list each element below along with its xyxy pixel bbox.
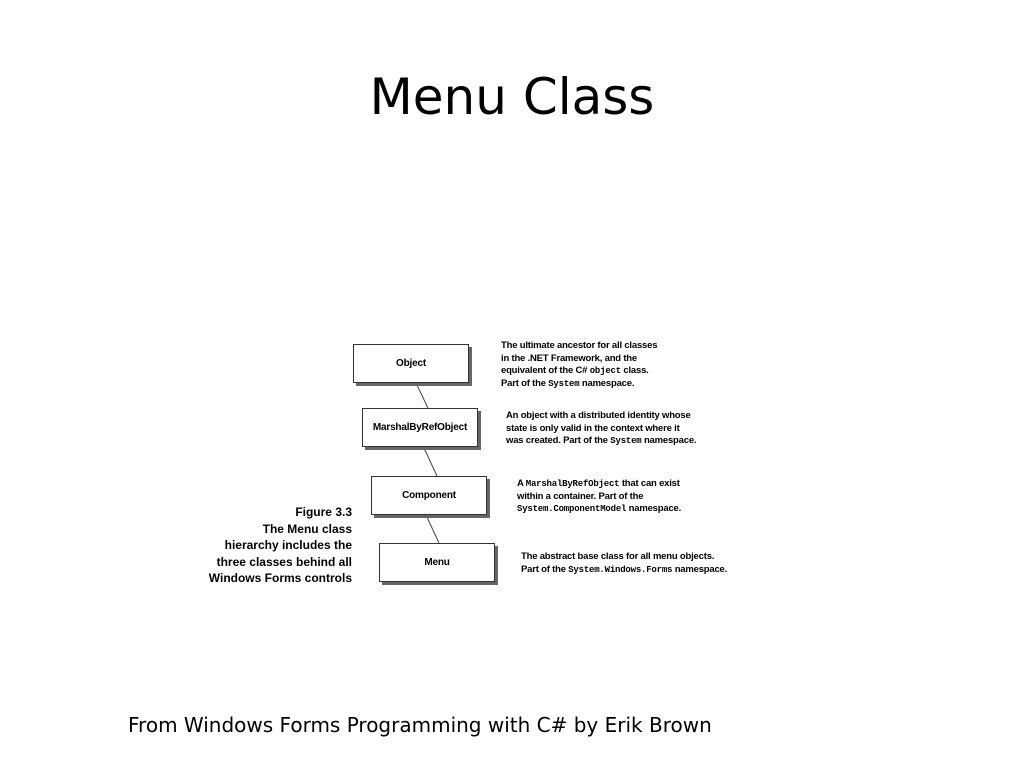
class-box-label: Menu bbox=[424, 557, 450, 568]
description-line: Part of the System.Windows.Forms namespa… bbox=[521, 564, 727, 577]
text-run: that can exist bbox=[619, 478, 680, 489]
text-run: namespace. bbox=[626, 503, 682, 514]
class-box-component: Component bbox=[371, 476, 487, 515]
text-run: was created. Part of the bbox=[506, 435, 611, 446]
text-run: namespace. bbox=[579, 377, 635, 389]
code-run: MarshalByRefObject bbox=[525, 479, 620, 489]
code-run: object bbox=[589, 366, 621, 376]
text-run: namespace. bbox=[672, 563, 728, 575]
description-line: in the .NET Framework, and the bbox=[501, 352, 637, 364]
description-line: Part of the System namespace. bbox=[501, 378, 657, 391]
description-line: equivalent of the C# object class. bbox=[501, 365, 657, 378]
description-line: within a container. Part of the bbox=[517, 490, 644, 502]
connector-object-marshal bbox=[415, 382, 429, 409]
description-line: The ultimate ancestor for all classes bbox=[501, 340, 658, 351]
class-box-menu: Menu bbox=[379, 543, 495, 582]
class-box-label: Object bbox=[396, 358, 426, 369]
figure-caption: Figure 3.3 The Menu class hierarchy incl… bbox=[180, 504, 352, 587]
caption-line: three classes behind all bbox=[216, 554, 352, 569]
caption-line: hierarchy includes the bbox=[224, 538, 352, 552]
code-run: System bbox=[548, 378, 580, 389]
description-line: A MarshalByRefObject that can exist bbox=[517, 478, 681, 491]
description-line: System.ComponentModel namespace. bbox=[517, 503, 681, 516]
text-run: equivalent of the C# bbox=[501, 365, 590, 376]
caption-line: Windows Forms controls bbox=[208, 571, 352, 585]
class-box-marshalbyrefobject: MarshalByRefObject bbox=[362, 408, 478, 447]
code-run: System.Windows.Forms bbox=[568, 564, 673, 575]
class-box-object: Object bbox=[353, 344, 469, 383]
code-run: System bbox=[610, 436, 642, 446]
class-box-label: Component bbox=[402, 490, 456, 501]
text-run: namespace. bbox=[641, 435, 697, 446]
source-citation: From Windows Forms Programming with C# b… bbox=[128, 713, 712, 737]
text-run: Part of the bbox=[501, 377, 549, 389]
slide-title: Menu Class bbox=[369, 68, 655, 126]
description-component: A MarshalByRefObject that can exist with… bbox=[517, 478, 681, 516]
code-run: System.ComponentModel bbox=[517, 504, 627, 514]
caption-line: The Menu class bbox=[262, 521, 352, 536]
description-line: An object with a distributed identity wh… bbox=[506, 410, 691, 421]
description-line: state is only valid in the context where… bbox=[506, 422, 680, 434]
connector-component-menu bbox=[425, 514, 440, 544]
text-run: A bbox=[517, 478, 526, 489]
caption-line: Figure 3.3 bbox=[295, 505, 352, 519]
text-run: Part of the bbox=[521, 563, 569, 575]
connector-marshal-component bbox=[423, 447, 438, 477]
class-box-label: MarshalByRefObject bbox=[372, 422, 468, 433]
description-menu: The abstract base class for all menu obj… bbox=[521, 551, 727, 576]
description-marshalbyrefobject: An object with a distributed identity wh… bbox=[506, 410, 697, 448]
description-object: The ultimate ancestor for all classes in… bbox=[501, 340, 657, 390]
description-line: was created. Part of the System namespac… bbox=[506, 435, 697, 448]
description-line: The abstract base class for all menu obj… bbox=[521, 551, 715, 562]
text-run: class. bbox=[620, 365, 649, 376]
